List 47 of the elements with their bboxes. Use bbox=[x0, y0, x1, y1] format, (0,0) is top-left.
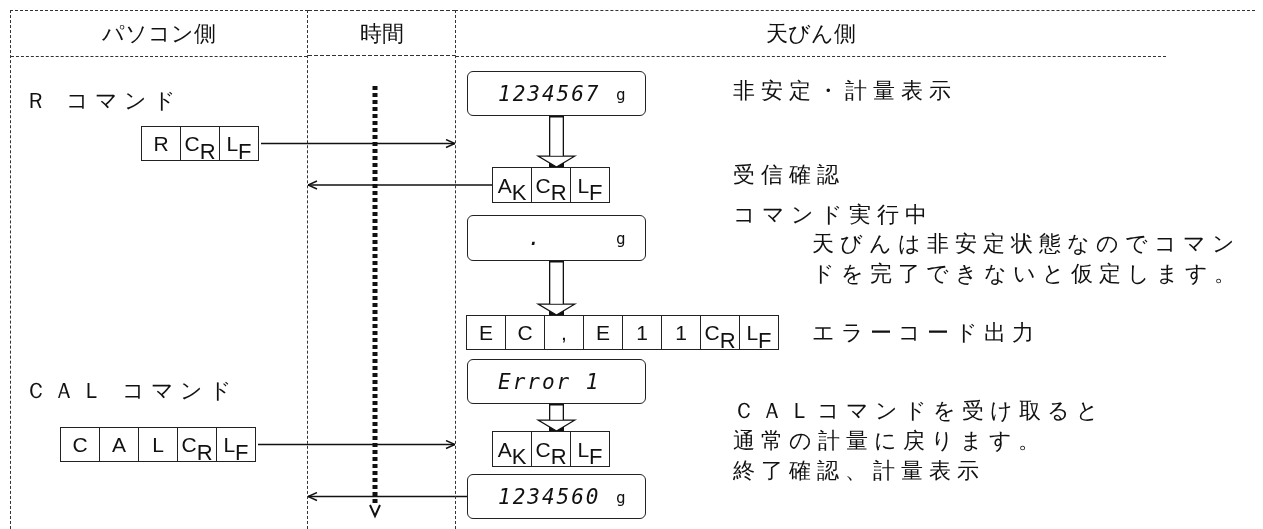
frame-cell: E bbox=[583, 315, 623, 350]
frame-cell: E bbox=[466, 315, 506, 350]
command-label: ＣＡＬ コマンド bbox=[25, 377, 238, 405]
arrow bbox=[257, 439, 456, 450]
column-header: 時間 bbox=[358, 20, 405, 48]
column-panel bbox=[455, 10, 1255, 529]
hollow-arrow bbox=[537, 404, 576, 432]
display-readout: Error 1 bbox=[498, 369, 601, 394]
display-readout: 1234560 bbox=[498, 484, 601, 509]
hollow-arrow bbox=[537, 116, 576, 168]
command-label: Ｒ コマンド bbox=[25, 87, 182, 115]
balance-display bbox=[467, 71, 646, 116]
frame-cell: 1 bbox=[661, 315, 701, 350]
column-header: パソコン側 bbox=[102, 19, 216, 48]
step-note: 受信確認 bbox=[733, 161, 845, 189]
command-frame bbox=[493, 431, 612, 467]
step-note: ＣＡＬコマンドを受け取ると通常の計量に戻ります。 bbox=[733, 397, 1106, 455]
balance-display bbox=[467, 359, 646, 404]
arrow bbox=[307, 180, 494, 190]
frame-cell: A bbox=[99, 427, 139, 462]
arrow bbox=[260, 138, 456, 149]
balance-display bbox=[467, 215, 646, 261]
command-frame bbox=[467, 315, 781, 350]
display-readout: 1234567 bbox=[498, 81, 601, 106]
display-readout: . bbox=[528, 226, 543, 250]
step-note: 非安定・計量表示 bbox=[733, 77, 957, 105]
hollow-arrow bbox=[537, 261, 576, 316]
step-note: 終了確認、計量表示 bbox=[733, 457, 985, 485]
step-note: エラーコード出力 bbox=[812, 319, 1040, 347]
balance-display bbox=[467, 474, 646, 519]
frame-cell: 1 bbox=[622, 315, 662, 350]
command-frame bbox=[61, 427, 258, 462]
unit-text: g bbox=[616, 487, 628, 506]
step-note: 天びんは非安定状態なのでコマンドを完了できないと仮定します。 bbox=[812, 230, 1243, 288]
frame-cell: C bbox=[60, 427, 100, 462]
frame-cell: L bbox=[138, 427, 178, 462]
frame-cell: C bbox=[505, 315, 545, 350]
frame-cell: R bbox=[141, 126, 181, 161]
unit-text: g bbox=[616, 228, 628, 248]
frame-cell: , bbox=[544, 315, 584, 350]
unit-text: g bbox=[616, 84, 628, 103]
arrow bbox=[307, 491, 468, 502]
step-note: コマンド実行中 bbox=[733, 201, 933, 229]
command-frame bbox=[493, 167, 612, 203]
column-panel bbox=[10, 10, 308, 529]
command-frame bbox=[142, 126, 261, 161]
column-header: 天びん側 bbox=[766, 19, 856, 48]
